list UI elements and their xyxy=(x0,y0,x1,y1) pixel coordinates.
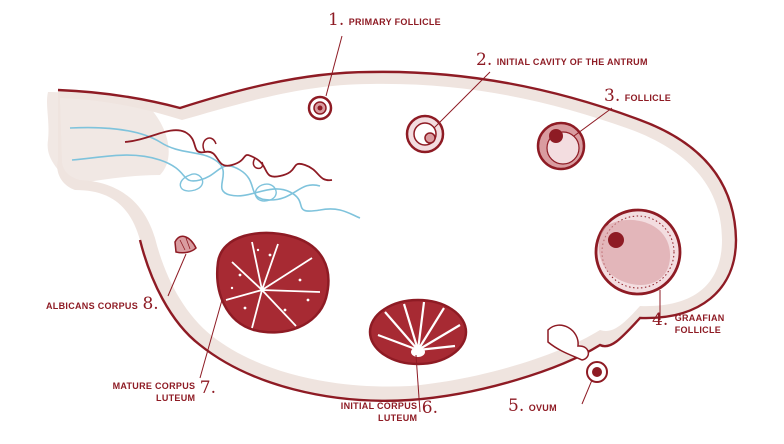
label-text-line1: MATURE CORPUS xyxy=(112,381,196,391)
label-text-block: GRAAFIAN FOLLICLE xyxy=(675,312,725,336)
label-graafian-follicle: 4. GRAAFIAN FOLLICLE xyxy=(652,312,725,336)
label-text-line1: GRAAFIAN xyxy=(674,313,725,323)
label-text: FOLLICLE xyxy=(624,93,672,103)
leader-mature-cl xyxy=(199,299,223,379)
follicle-shape xyxy=(536,121,586,171)
leader-ovum xyxy=(581,379,593,405)
leader-follicle xyxy=(573,107,613,137)
label-number: 7. xyxy=(199,378,216,398)
red-vessel xyxy=(124,129,333,182)
label-number: 3. xyxy=(604,86,621,106)
label-number: 1. xyxy=(328,10,345,30)
leader-antrum xyxy=(433,71,491,129)
leader-lines xyxy=(167,35,661,413)
label-number: 8. xyxy=(142,294,159,314)
ovum-shape xyxy=(547,324,608,383)
label-text: OVUM xyxy=(528,403,557,413)
label-number: 5. xyxy=(508,396,525,416)
antrum-follicle-shape xyxy=(405,114,445,154)
label-text: ALBICANS CORPUS xyxy=(46,301,139,311)
mature-corpus-luteum-shape xyxy=(216,231,330,334)
label-text-line2: LUTEUM xyxy=(378,413,418,423)
label-mature-corpus-luteum: MATURE CORPUS LUTEUM 7. xyxy=(88,380,216,404)
ovary-outline xyxy=(57,70,738,402)
label-ovum: 5. OVUM xyxy=(508,398,557,416)
label-initial-corpus-luteum: INITIAL CORPUS LUTEUM 6. xyxy=(318,400,438,424)
leader-primary xyxy=(325,35,343,97)
label-antrum-cavity: 2. INITIAL CAVITY OF THE ANTRUM xyxy=(476,52,648,70)
hilum xyxy=(47,92,169,185)
label-text-line2: FOLLICLE xyxy=(674,325,722,335)
label-text-block: INITIAL CORPUS LUTEUM xyxy=(341,400,418,424)
label-follicle: 3. FOLLICLE xyxy=(604,88,671,106)
label-text-line1: INITIAL CORPUS xyxy=(340,401,418,411)
albicans-corpus-shape xyxy=(174,235,197,254)
label-text: INITIAL CAVITY OF THE ANTRUM xyxy=(496,57,648,67)
label-number: 4. xyxy=(652,310,669,330)
label-primary-follicle: 1. PRIMARY FOLLICLE xyxy=(328,12,441,30)
primary-follicle-shape xyxy=(307,95,333,121)
initial-corpus-luteum-shape xyxy=(368,298,468,366)
label-albicans-corpus: ALBICANS CORPUS 8. xyxy=(46,296,159,314)
red-vessel-loops xyxy=(202,137,264,170)
label-number: 6. xyxy=(421,398,438,418)
label-text: PRIMARY FOLLICLE xyxy=(348,17,441,27)
label-text-block: MATURE CORPUS LUTEUM xyxy=(113,380,196,404)
blue-vessel-1 xyxy=(69,126,361,219)
blue-vessel-2 xyxy=(71,154,321,201)
blue-vessel-loops xyxy=(179,173,277,202)
label-text-line2: LUTEUM xyxy=(156,393,196,403)
label-number: 2. xyxy=(476,50,493,70)
graafian-follicle-shape xyxy=(594,208,682,296)
leader-initial-cl xyxy=(415,354,421,413)
leader-albicans xyxy=(167,253,187,297)
